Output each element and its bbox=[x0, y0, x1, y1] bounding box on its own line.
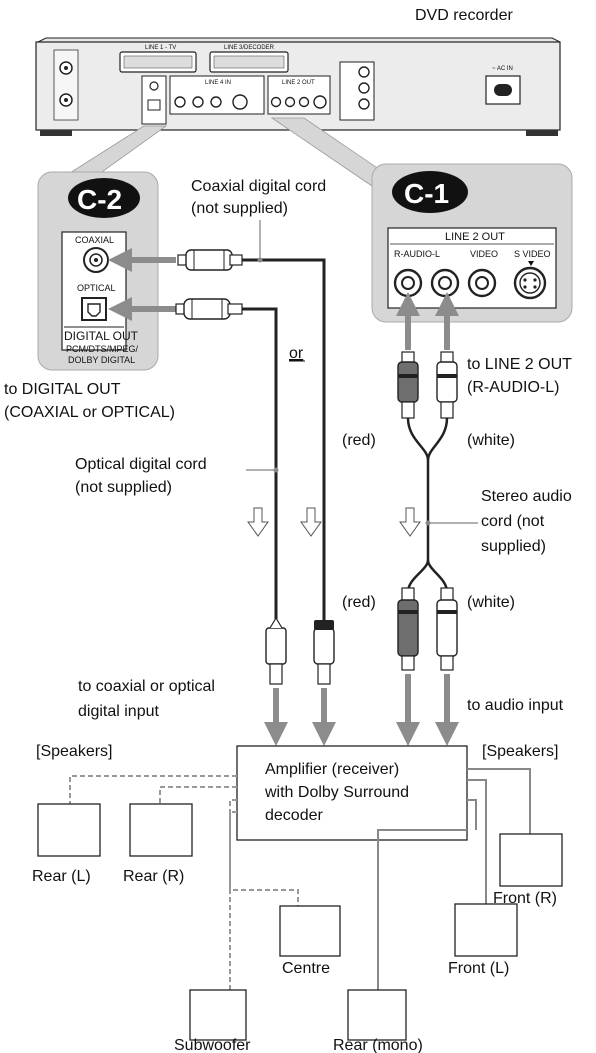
speaker-centre-label: Centre bbox=[282, 960, 330, 977]
c2-caption-2: (COAXIAL or OPTICAL) bbox=[4, 404, 175, 421]
speaker-front-r: Front (R) bbox=[493, 833, 563, 907]
amplifier: Amplifier (receiver) with Dolby Surround… bbox=[236, 745, 468, 841]
c1-audio-r-jack bbox=[393, 268, 423, 298]
rf-jacks bbox=[53, 49, 79, 121]
line2-label: LINE 2 OUT bbox=[282, 80, 315, 86]
stereo-audio-cord bbox=[397, 351, 458, 671]
speakers-label-right: [Speakers] bbox=[482, 743, 558, 760]
white-label-top: (white) bbox=[467, 432, 515, 449]
optical-plug-bottom bbox=[265, 616, 287, 685]
speaker-rear-l: Rear (L) bbox=[32, 803, 101, 885]
c1-audio-l-jack bbox=[430, 268, 460, 298]
flow-arrow-stereo bbox=[399, 507, 421, 537]
flow-arrow-coaxial bbox=[300, 507, 322, 537]
speaker-front-l-label: Front (L) bbox=[448, 960, 509, 977]
or-label: or bbox=[289, 345, 304, 362]
speaker-rear-r-label: Rear (R) bbox=[123, 868, 184, 885]
stereo-cord-label-3: supplied) bbox=[481, 538, 546, 555]
c1-caption-1: to LINE 2 OUT bbox=[467, 356, 572, 373]
speaker-front-l: Front (L) bbox=[448, 903, 518, 977]
c2-caption-1: to DIGITAL OUT bbox=[4, 381, 121, 398]
c1-caption-2: (R-AUDIO-L) bbox=[467, 379, 559, 396]
c1-video-jack bbox=[467, 268, 497, 298]
c2-badge-label: C-2 bbox=[77, 184, 122, 215]
speaker-subwoofer: Subwoofer bbox=[174, 989, 251, 1053]
speakers-label-left: [Speakers] bbox=[36, 743, 112, 760]
coaxial-label: COAXIAL bbox=[75, 235, 114, 245]
line1-label: LINE 1 - TV bbox=[145, 45, 176, 51]
coaxial-plug-bottom bbox=[313, 620, 335, 685]
solid-speaker-wires bbox=[377, 768, 531, 990]
digital-formats-2: DOLBY DIGITAL bbox=[68, 355, 135, 365]
optical-cord-label-1: Optical digital cord bbox=[75, 456, 207, 473]
digital-input-caption-2: digital input bbox=[78, 703, 160, 720]
coaxial-cord-label-2: (not supplied) bbox=[191, 200, 288, 217]
stereo-cord-label-2: cord (not bbox=[481, 513, 545, 530]
speaker-rear-l-label: Rear (L) bbox=[32, 868, 91, 885]
c1-jack-video: VIDEO bbox=[470, 249, 498, 259]
line4-in: LINE 4 IN bbox=[169, 75, 265, 115]
optical-jack bbox=[81, 297, 107, 321]
c1-jack-svideo: S VIDEO bbox=[514, 249, 551, 259]
digital-out-label: DIGITAL OUT bbox=[64, 329, 139, 343]
optical-label: OPTICAL bbox=[77, 283, 116, 293]
speaker-rear-mono-label: Rear (mono) bbox=[333, 1037, 423, 1053]
speaker-subwoofer-label: Subwoofer bbox=[174, 1037, 251, 1053]
red-label-bottom: (red) bbox=[342, 594, 376, 611]
digital-formats-1: PCM/DTS/MPEG/ bbox=[66, 344, 139, 354]
optical-cord-label-2: (not supplied) bbox=[75, 479, 172, 496]
line4-label: LINE 4 IN bbox=[205, 80, 231, 86]
c1-jack-audio: R-AUDIO-L bbox=[394, 249, 440, 259]
ac-in: ~ AC IN bbox=[485, 66, 521, 105]
speaker-front-r-label: Front (R) bbox=[493, 890, 557, 907]
callout-c2: C-2 COAXIAL OPTICAL DIGITAL OUT PCM/DTS/… bbox=[37, 171, 159, 371]
ac-in-label: ~ AC IN bbox=[492, 66, 513, 72]
speaker-centre: Centre bbox=[279, 905, 341, 977]
callout-c1: C-1 LINE 2 OUT R-AUDIO-L VIDEO S VIDEO bbox=[371, 163, 573, 323]
recorder-digital-out bbox=[141, 75, 167, 125]
line3-label: LINE 3/DECODER bbox=[224, 45, 275, 51]
c1-header: LINE 2 OUT bbox=[445, 231, 505, 243]
speaker-rear-r: Rear (R) bbox=[123, 803, 193, 885]
c1-badge-label: C-1 bbox=[404, 178, 449, 209]
line2-out: LINE 2 OUT bbox=[267, 75, 331, 115]
amplifier-label-1: Amplifier (receiver) bbox=[265, 761, 399, 778]
audio-input-caption: to audio input bbox=[467, 697, 564, 714]
amplifier-label-2: with Dolby Surround bbox=[264, 784, 409, 801]
digital-input-caption-1: to coaxial or optical bbox=[78, 678, 215, 695]
coaxial-cord-label-1: Coaxial digital cord bbox=[191, 178, 326, 195]
recorder-title: DVD recorder bbox=[415, 7, 513, 24]
optical-cable bbox=[175, 298, 278, 682]
line1-scart: LINE 1 - TV bbox=[119, 45, 197, 73]
stereo-cord-label-1: Stereo audio bbox=[481, 488, 572, 505]
white-label-bottom: (white) bbox=[467, 594, 515, 611]
component-video-out bbox=[339, 61, 375, 121]
line3-scart: LINE 3/DECODER bbox=[209, 45, 289, 73]
amplifier-label-3: decoder bbox=[265, 807, 323, 824]
c1-svideo-jack bbox=[513, 266, 547, 300]
c1-badge: C-1 bbox=[392, 171, 468, 213]
dvd-recorder: LINE 1 - TV LINE 3/DECODER LINE 4 IN bbox=[35, 37, 561, 136]
speaker-rear-mono: Rear (mono) bbox=[333, 989, 423, 1053]
red-label-top: (red) bbox=[342, 432, 376, 449]
coaxial-cable bbox=[177, 249, 326, 682]
c2-badge: C-2 bbox=[68, 178, 140, 218]
flow-arrow-optical bbox=[247, 507, 269, 537]
